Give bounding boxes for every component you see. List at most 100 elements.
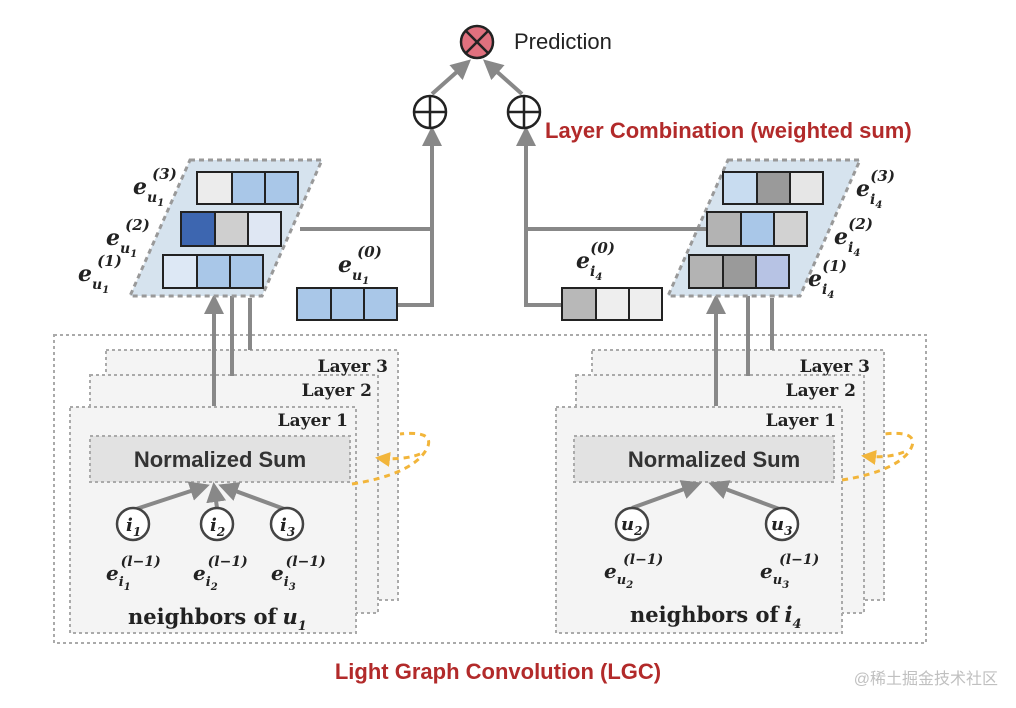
item-layer3-label: Layer 3 bbox=[800, 357, 870, 377]
embedding-cell bbox=[789, 171, 824, 205]
embedding-cell bbox=[214, 211, 249, 247]
item-normalized-sum-box bbox=[573, 435, 835, 483]
user-plus-node bbox=[412, 94, 448, 130]
label-base: e bbox=[856, 176, 870, 202]
neighbor-node-name: u bbox=[621, 514, 634, 535]
item-layer2-label: Layer 2 bbox=[786, 381, 856, 401]
item-feedback-arrow-tail bbox=[861, 450, 905, 465]
neighbor-node-i1 bbox=[115, 506, 151, 542]
embedding-cell bbox=[706, 211, 742, 247]
neighbor-emb-sub: i bbox=[206, 575, 211, 590]
item-neighbor-arrow bbox=[631, 480, 702, 510]
label-base: e bbox=[106, 225, 120, 251]
embedding-cell bbox=[330, 287, 365, 321]
item-e2-label: ei4(2) bbox=[834, 215, 873, 259]
neighbor-emb-base: e bbox=[106, 561, 119, 585]
label-sup: (1) bbox=[822, 257, 847, 275]
neighbor-emb-sub: i bbox=[284, 575, 289, 590]
neighbors-caption: neighbors of bbox=[128, 604, 278, 629]
neighbor-emb-sub: u bbox=[773, 573, 782, 588]
neighbor-emb-sub: u bbox=[617, 573, 626, 588]
label-base: e bbox=[834, 224, 848, 250]
label-subsub: 1 bbox=[130, 249, 137, 260]
neighbor-emb-sup: (l−1) bbox=[121, 554, 161, 570]
neighbor-node-sub: 1 bbox=[133, 525, 141, 539]
layer-combination-label: Layer Combination (weighted sum) bbox=[545, 118, 912, 143]
user-neighbor-arrow bbox=[218, 482, 288, 512]
svg-text:i1: i1 bbox=[126, 515, 141, 539]
item-normalized-sum-label: Normalized Sum bbox=[628, 447, 800, 472]
neighbor-node-sub: 3 bbox=[784, 524, 792, 538]
user-embedding-e0 bbox=[296, 287, 398, 321]
neighbor-emb-subsub: 2 bbox=[625, 580, 633, 591]
svg-text:i2: i2 bbox=[210, 515, 225, 539]
embedding-cell bbox=[688, 254, 724, 289]
label-sub: u bbox=[147, 190, 157, 206]
neighbor-emb-base: e bbox=[760, 559, 773, 583]
neighbor-emb-base: e bbox=[193, 561, 206, 585]
embedding-cell bbox=[264, 171, 299, 205]
embedding-cell bbox=[722, 171, 758, 205]
neighbor-emb-base: e bbox=[604, 559, 617, 583]
user-e3-label: eu1(3) bbox=[133, 165, 177, 209]
item-neighbor-arrow bbox=[708, 480, 783, 512]
neighbors-target-sub: 1 bbox=[298, 619, 307, 634]
embedding-cell bbox=[180, 211, 216, 247]
user-side: Layer 3 Layer 2 Layer 1 Normalized Sum i… bbox=[69, 126, 442, 634]
item-e0-label: ei4(0) bbox=[576, 239, 615, 283]
neighbor-node-sub: 2 bbox=[216, 525, 225, 539]
label-base: e bbox=[78, 261, 92, 287]
neighbor-emb-sub: i bbox=[119, 575, 124, 590]
item-layer1-label: Layer 1 bbox=[766, 411, 836, 431]
label-sup: (2) bbox=[125, 216, 150, 234]
user-normalized-sum-box bbox=[89, 435, 351, 483]
user-normalized-sum-label: Normalized Sum bbox=[134, 447, 306, 472]
neighbor-node-sub: 2 bbox=[633, 524, 642, 538]
item-e1-label: ei4(1) bbox=[808, 257, 847, 301]
svg-text:u2: u2 bbox=[621, 514, 642, 538]
label-sup: (3) bbox=[152, 165, 177, 183]
neighbor-node-name: i bbox=[280, 515, 287, 536]
label-sup: (0) bbox=[357, 243, 382, 261]
embedding-cell bbox=[756, 171, 791, 205]
item-embedding-e0 bbox=[561, 287, 663, 321]
embedding-cell bbox=[363, 287, 398, 321]
user-feedback-arrow-tail bbox=[375, 451, 421, 467]
embedding-cell bbox=[740, 211, 775, 247]
user-e0-to-plus-line bbox=[398, 126, 442, 307]
svg-text:ei2(l−1): ei2(l−1) bbox=[193, 554, 248, 593]
item-embedding-e3 bbox=[722, 171, 824, 205]
neighbor-node-i3 bbox=[269, 506, 305, 542]
item-feedback-arrow bbox=[841, 431, 915, 482]
label-base: e bbox=[576, 248, 590, 274]
user-neighbor-arrow bbox=[206, 482, 227, 509]
label-subsub: 1 bbox=[157, 198, 164, 209]
label-sup: (1) bbox=[97, 252, 122, 270]
embedding-cell bbox=[755, 254, 790, 289]
neighbors-caption: neighbors of bbox=[630, 602, 780, 627]
embedding-cell bbox=[722, 254, 757, 289]
neighbors-target: u bbox=[283, 604, 298, 629]
lgc-frame bbox=[53, 334, 927, 644]
neighbor-emb-sup: (l−1) bbox=[623, 552, 663, 568]
user-e2-label: eu1 (2) bbox=[106, 216, 150, 260]
user-e0-label: eu1(0) bbox=[338, 243, 382, 287]
neighbor-node-u3 bbox=[764, 506, 800, 542]
user-layer1-label: Layer 1 bbox=[278, 411, 348, 431]
label-subsub: 4 bbox=[853, 248, 860, 259]
svg-text:ei1(l−1): ei1(l−1) bbox=[106, 554, 161, 593]
svg-text:ei3(l−1): ei3(l−1) bbox=[271, 554, 326, 593]
label-subsub: 4 bbox=[595, 272, 602, 283]
label-sub: u bbox=[120, 241, 130, 257]
label-sup: (3) bbox=[870, 167, 895, 185]
label-sup: (0) bbox=[590, 239, 615, 257]
neighbor-emb-subsub: 3 bbox=[782, 580, 789, 591]
item-e3-label: ei4(3) bbox=[856, 167, 895, 211]
label-subsub: 1 bbox=[362, 276, 369, 287]
svg-text:eu2(l−1): eu2 (l−1) bbox=[604, 552, 663, 591]
embedding-cell bbox=[561, 287, 597, 321]
label-sub: i bbox=[822, 282, 827, 298]
